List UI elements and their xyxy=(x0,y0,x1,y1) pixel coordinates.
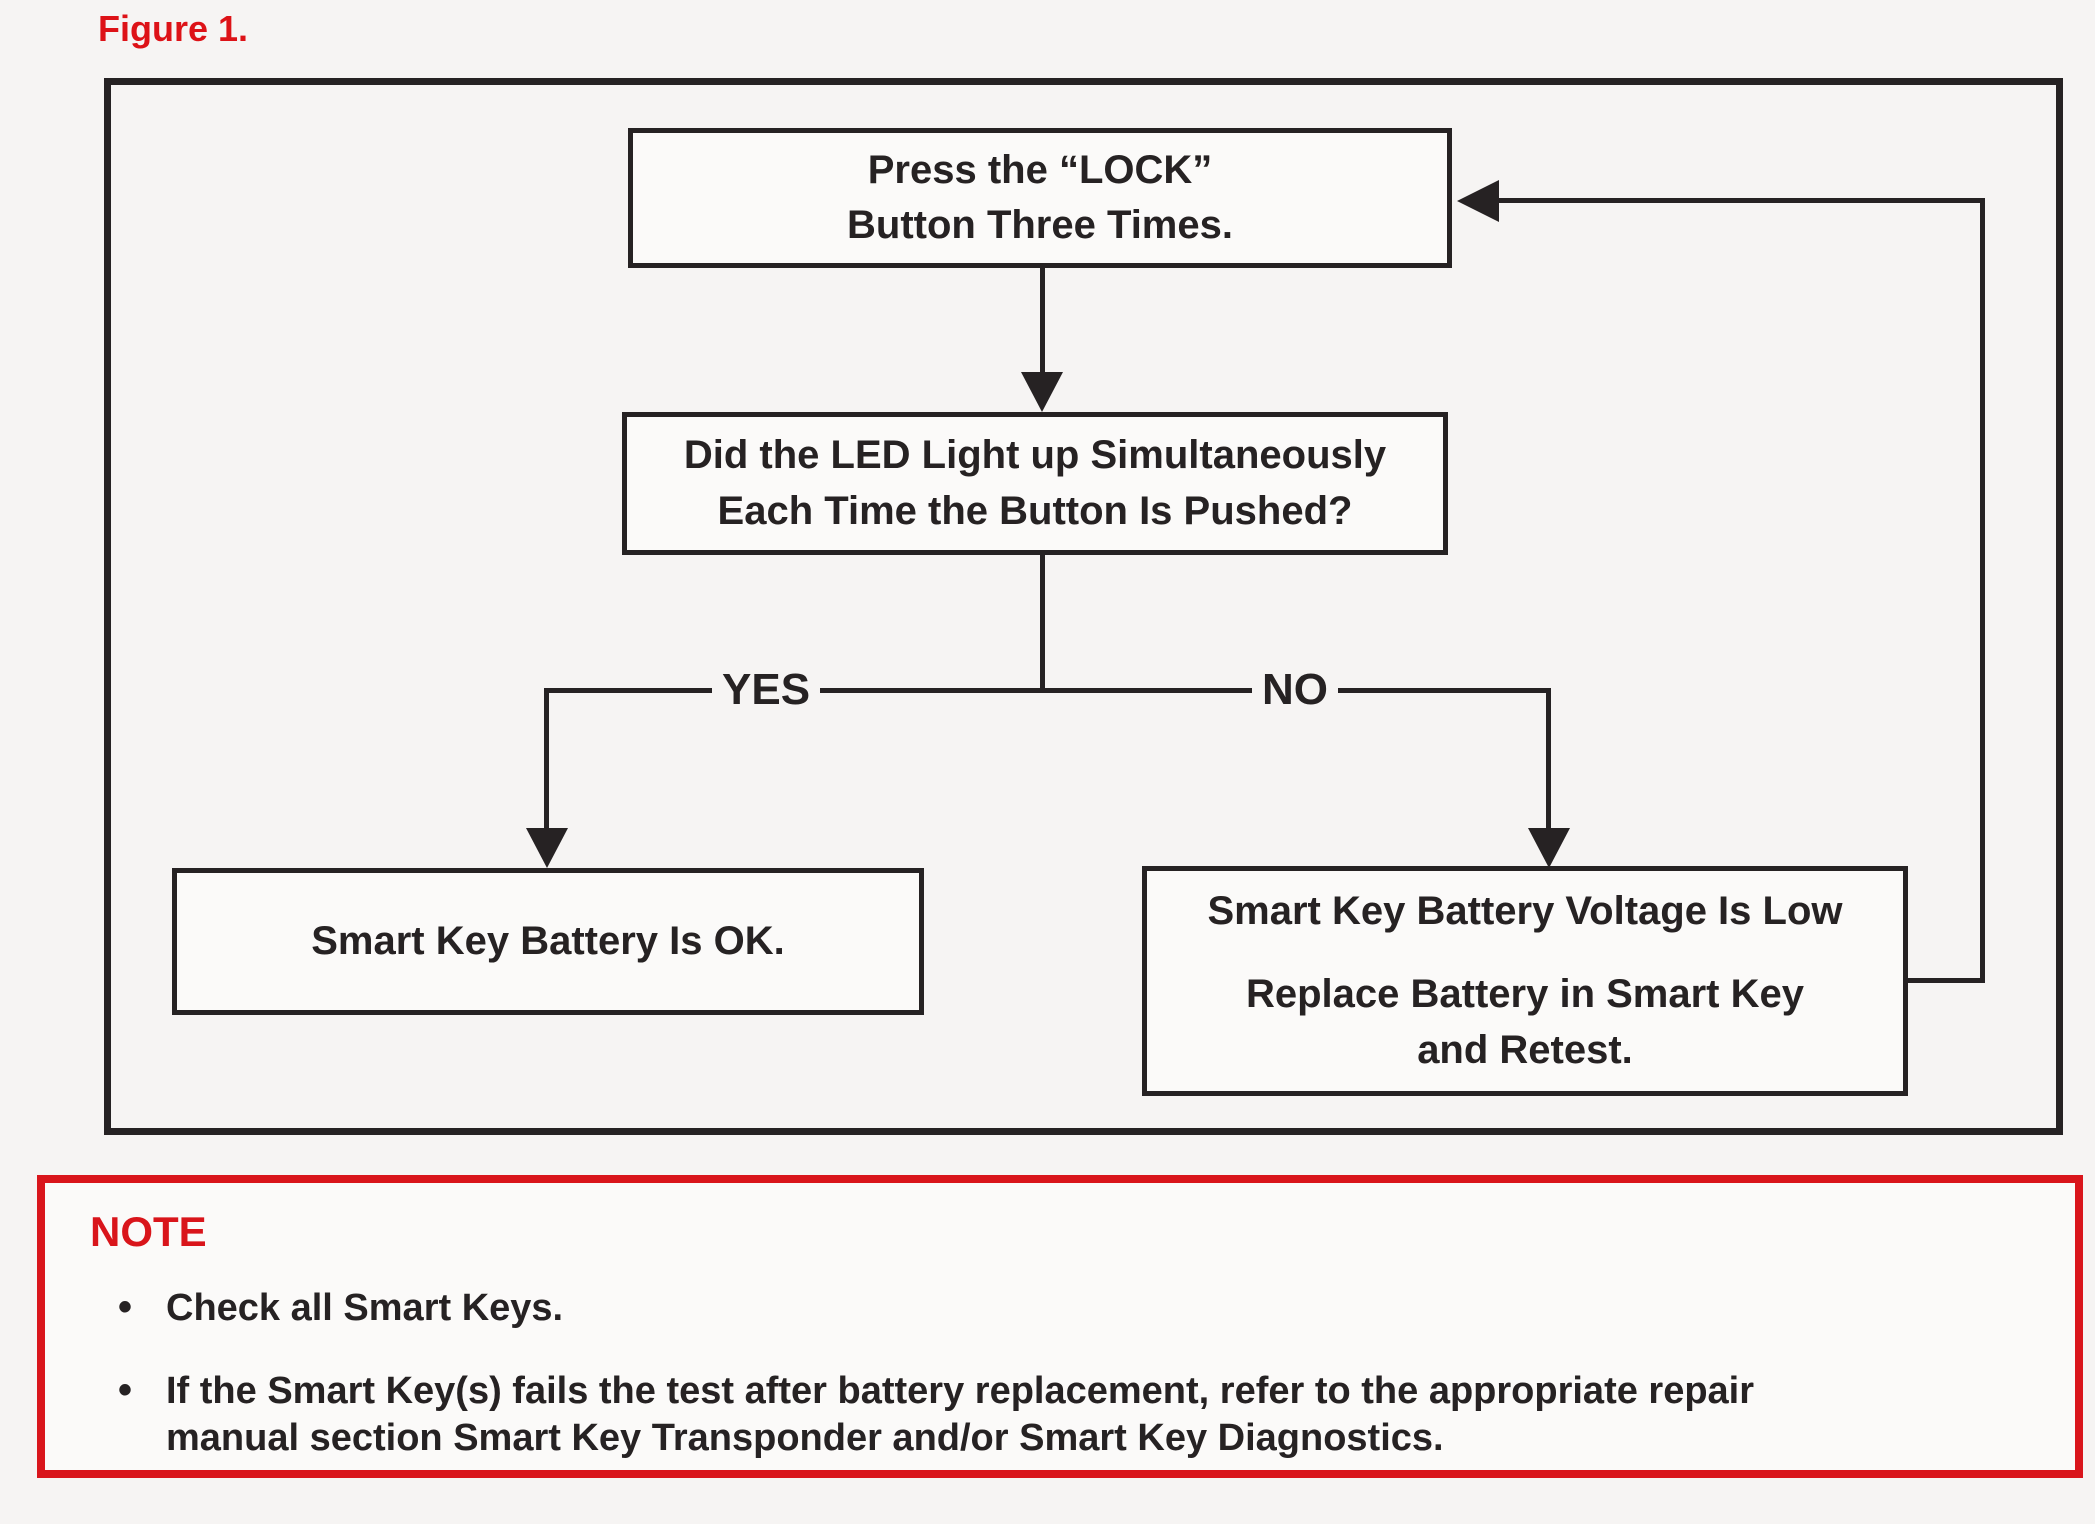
feedback-top-line xyxy=(1495,198,1985,203)
connector-box2-branch xyxy=(1040,555,1045,691)
note-bullet-2-line1: If the Smart Key(s) fails the test after… xyxy=(166,1370,1755,1413)
flow-box-battery-low-line2: Replace Battery in Smart Key xyxy=(1245,972,1804,1017)
note-list: Check all Smart Keys. If the Smart Key(s… xyxy=(118,1283,2015,1462)
branch-label-no: NO xyxy=(1252,668,1338,712)
note-title: NOTE xyxy=(90,1208,207,1255)
arrowhead-into-yes-box xyxy=(526,828,568,868)
note-bullet-2-line2: manual section Smart Key Transponder and… xyxy=(166,1417,1444,1460)
note-box: NOTE Check all Smart Keys. If the Smart … xyxy=(37,1175,2083,1478)
branch-label-yes: YES xyxy=(712,668,821,712)
flow-box-press-lock-line2: Button Three Times. xyxy=(847,203,1233,247)
arrowhead-into-no-box xyxy=(1528,828,1570,868)
flow-box-press-lock: Press the “LOCK” Button Three Times. xyxy=(628,128,1452,268)
flow-box-battery-ok-line1: Smart Key Battery Is OK. xyxy=(311,918,785,963)
note-bullet-1-line1: Check all Smart Keys. xyxy=(166,1287,564,1330)
flow-box-battery-low-line3: and Retest. xyxy=(1417,1027,1633,1072)
flow-box-led-question-line1: Did the LED Light up Simultaneously xyxy=(683,433,1387,478)
feedback-vertical-line xyxy=(1980,198,1985,983)
arrowhead-into-box1 xyxy=(1457,180,1499,222)
feedback-stub-line xyxy=(1905,978,1985,983)
connector-yes-branch xyxy=(544,688,549,832)
flow-box-led-question-line2: Each Time the Button Is Pushed? xyxy=(717,488,1353,533)
arrowhead-into-box2 xyxy=(1021,372,1063,412)
flow-box-battery-ok: Smart Key Battery Is OK. xyxy=(172,868,924,1015)
connector-no-branch xyxy=(1546,688,1551,832)
note-bullet-1: Check all Smart Keys. xyxy=(118,1283,2015,1333)
connector-box1-box2 xyxy=(1040,268,1045,378)
flow-box-battery-low: Smart Key Battery Voltage Is Low Replace… xyxy=(1142,866,1908,1096)
flow-box-led-question: Did the LED Light up Simultaneously Each… xyxy=(622,412,1448,555)
note-bullet-2: If the Smart Key(s) fails the test after… xyxy=(118,1366,2015,1462)
flowchart-frame xyxy=(104,78,2063,1135)
flow-box-press-lock-line1: Press the “LOCK” xyxy=(867,147,1213,192)
figure-label: Figure 1. xyxy=(98,8,249,49)
branch-line xyxy=(544,688,1551,693)
flow-box-battery-low-line1: Smart Key Battery Voltage Is Low xyxy=(1207,889,1843,934)
